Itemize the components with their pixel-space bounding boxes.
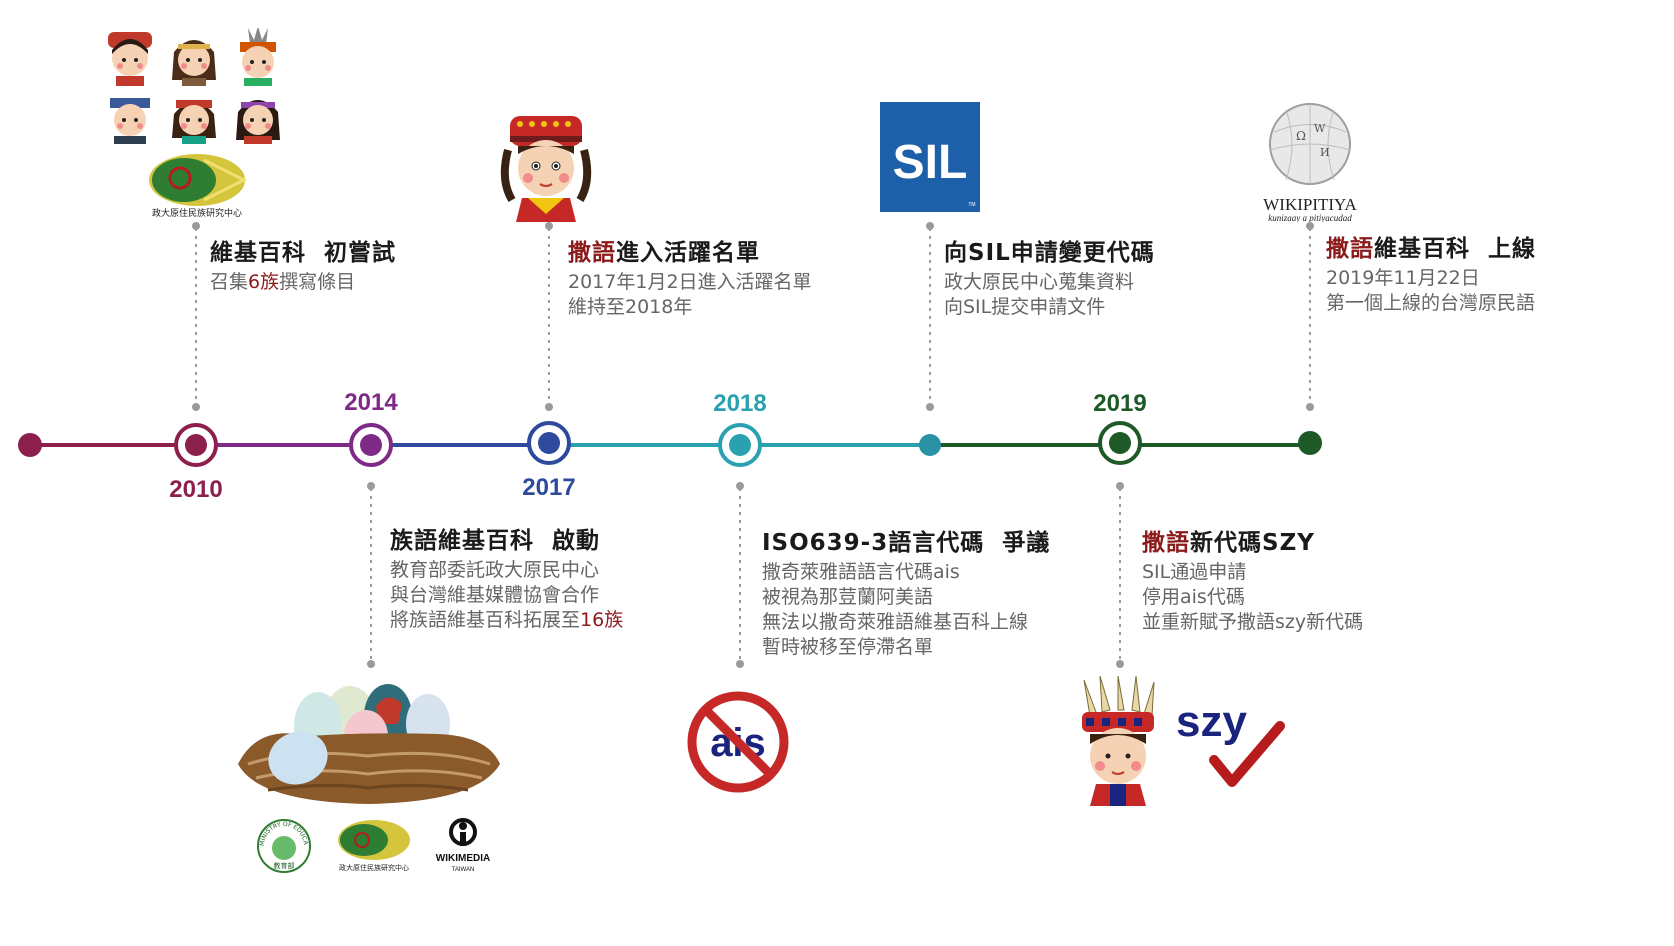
sil-logo: SIL TM <box>880 102 980 212</box>
svg-text:W: W <box>1314 122 1326 135</box>
node-2018 <box>718 423 762 467</box>
event-title-suffix: 啟動 <box>552 528 601 554</box>
year-2019: 2019 <box>1093 390 1147 417</box>
event-title: 新代碼SZY <box>1190 530 1315 556</box>
indigenous-children-icon <box>108 28 280 144</box>
svg-text:И: И <box>1320 146 1330 159</box>
svg-text:Ω: Ω <box>1296 129 1306 143</box>
node-end <box>1298 431 1322 455</box>
node-start <box>18 433 42 457</box>
event-launch: 撒語維基百科 上線 2019年11月22日 第一個上線的台灣原民語 <box>1326 232 1536 316</box>
nccu-caption: 政大原住民族研究中心 <box>152 207 242 219</box>
sil-logo-text: SIL <box>893 136 968 189</box>
wikimedia-subtitle: TAIWAN <box>452 867 475 873</box>
year-2010: 2010 <box>169 476 223 503</box>
event-highlight: 16族 <box>580 609 624 631</box>
moe-center-text: 教育部 <box>274 861 295 870</box>
wikimedia-taiwan-logo: WIKIMEDIA TAIWAN <box>436 818 490 873</box>
nccu-center-logo-small: 政大原住民族研究中心 <box>338 820 410 872</box>
event-line: 2017年1月2日進入活躍名單 <box>568 271 812 293</box>
event-2010: 維基百科 初嘗試 召集6族撰寫條目 <box>210 236 396 295</box>
wiki-wordmark: WIKIPITIYA <box>1263 195 1357 214</box>
event-highlight: 6族 <box>248 271 280 293</box>
event-line: 撰寫條目 <box>279 271 356 293</box>
node-2010 <box>174 423 218 467</box>
event-line: 被視為那荳蘭阿美語 <box>762 586 934 608</box>
check-mark-icon <box>1209 721 1285 787</box>
event-line: 暫時被移至停滯名單 <box>762 636 934 658</box>
event-title: 進入活躍名單 <box>616 240 760 266</box>
moe-logo: MINISTRY OF EDUCATION 教育部 <box>256 818 311 873</box>
event-line: 停用ais代碼 <box>1142 586 1245 608</box>
event-line: 第一個上線的台灣原民語 <box>1326 292 1536 314</box>
node-2014 <box>349 423 393 467</box>
event-highlight: 撒語 <box>1326 236 1374 262</box>
event-line: 與台灣維基媒體協會合作 <box>390 584 600 606</box>
year-2014: 2014 <box>344 389 398 416</box>
indigenous-girl-icon <box>500 116 592 222</box>
indigenous-boy-icon <box>1082 676 1155 806</box>
event-2017: 撒語進入活躍名單 2017年1月2日進入活躍名單 維持至2018年 <box>568 236 812 320</box>
event-line: 2019年11月22日 <box>1326 267 1480 289</box>
wikipedia-globe-icon: Ω W И WIKIPITIYA kunizaay a pitiyacudad <box>1263 103 1357 222</box>
event-line: 撒奇萊雅語語言代碼ais <box>762 561 960 583</box>
event-title: 維基百科 <box>1374 236 1470 262</box>
event-line: 並重新賦予撒語szy新代碼 <box>1142 611 1364 633</box>
node-2019 <box>1098 421 1142 465</box>
event-title: 族語維基百科 <box>390 528 534 554</box>
event-highlight: 撒語 <box>568 240 616 266</box>
event-title-suffix: 爭議 <box>1002 530 1051 556</box>
event-line: SIL通過申請 <box>1142 561 1247 583</box>
node-sil <box>919 434 941 456</box>
wikimedia-wordmark: WIKIMEDIA <box>436 853 490 864</box>
event-line: 教育部委託政大原民中心 <box>390 559 600 581</box>
event-title: 向SIL申請變更代碼 <box>944 240 1155 266</box>
szy-check-icon: szy <box>1176 697 1285 787</box>
event-line: 無法以撒奇萊雅語維基百科上線 <box>762 611 1029 633</box>
event-sil: 向SIL申請變更代碼 政大原民中心蒐集資料 向SIL提交申請文件 <box>944 236 1155 320</box>
szy-text: szy <box>1176 697 1247 746</box>
event-title: ISO639-3語言代碼 <box>762 530 985 556</box>
year-2018: 2018 <box>713 390 767 417</box>
wiki-tagline: kunizaay a pitiyacudad <box>1268 213 1352 222</box>
year-2017: 2017 <box>522 474 576 501</box>
no-ais-icon: ais <box>687 691 789 793</box>
event-highlight: 撒語 <box>1142 530 1190 556</box>
event-title-suffix: 初嘗試 <box>324 240 397 266</box>
event-2018: ISO639-3語言代碼 爭議 撒奇萊雅語語言代碼ais 被視為那荳蘭阿美語 無… <box>762 526 1050 660</box>
node-2017 <box>527 421 571 465</box>
event-line: 政大原民中心蒐集資料 <box>944 271 1135 293</box>
event-line: 向SIL提交申請文件 <box>944 296 1106 318</box>
event-line: 維持至2018年 <box>568 296 693 318</box>
event-line: 將族語維基百科拓展至 <box>390 609 581 631</box>
event-2014: 族語維基百科 啟動 教育部委託政大原民中心 與台灣維基媒體協會合作 將族語維基百… <box>390 524 623 633</box>
nccu-center-logo: 政大原住民族研究中心 <box>149 154 248 219</box>
event-szy: 撒語新代碼SZY SIL通過申請 停用ais代碼 並重新賦予撒語szy新代碼 <box>1142 526 1363 635</box>
event-title: 維基百科 <box>210 240 306 266</box>
nest-eggs-icon <box>238 684 500 804</box>
event-line: 召集 <box>210 271 249 293</box>
event-title-suffix: 上線 <box>1488 236 1537 262</box>
nccu-caption-small: 政大原住民族研究中心 <box>339 863 409 872</box>
sil-trademark: TM <box>968 202 975 208</box>
